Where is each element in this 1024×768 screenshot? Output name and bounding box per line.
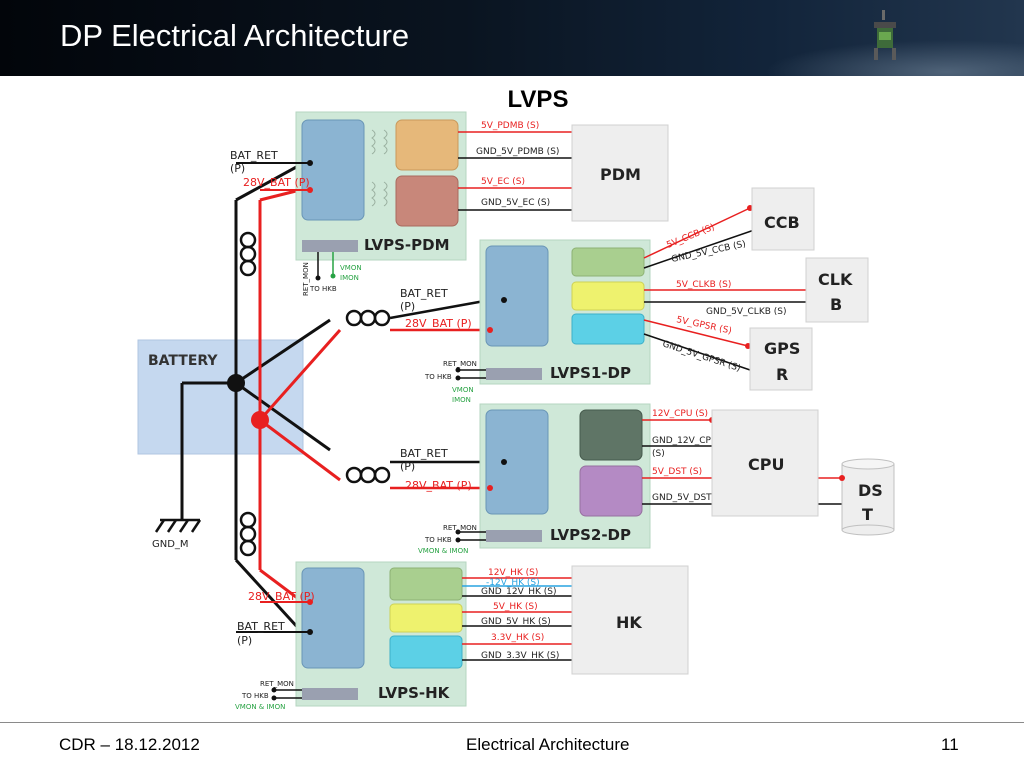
svg-text:LVPS-PDM: LVPS-PDM bbox=[364, 236, 450, 254]
svg-text:GND_12V_HK (S): GND_12V_HK (S) bbox=[481, 587, 557, 597]
svg-text:TO HKB: TO HKB bbox=[241, 692, 269, 700]
module-lvps-pdm: LVPS-PDM bbox=[295, 111, 467, 261]
svg-text:5V_PDMB (S): 5V_PDMB (S) bbox=[481, 121, 539, 131]
load-dst: DS T bbox=[841, 458, 895, 536]
svg-text:CCB: CCB bbox=[764, 213, 800, 232]
svg-text:RET_MON: RET_MON bbox=[443, 524, 477, 532]
svg-text:VMON & IMON: VMON & IMON bbox=[418, 547, 468, 555]
module-lvps1-dp: LVPS1-DP bbox=[479, 239, 651, 385]
svg-text:LVPS1-DP: LVPS1-DP bbox=[550, 364, 631, 382]
pdm-28v-bat-label: 28V_BAT (P) bbox=[243, 176, 310, 189]
battery-return-wiring bbox=[180, 163, 331, 632]
svg-text:R: R bbox=[776, 365, 788, 384]
svg-text:CLK: CLK bbox=[818, 270, 853, 289]
svg-text:IMON: IMON bbox=[452, 396, 471, 404]
slide-title: DP Electrical Architecture bbox=[60, 18, 410, 53]
ground-symbol bbox=[154, 518, 202, 533]
pdm-bat-ret-p-label: (P) bbox=[230, 162, 245, 175]
svg-text:TO HKB: TO HKB bbox=[424, 373, 452, 381]
svg-text:(P): (P) bbox=[400, 300, 415, 313]
svg-text:PDM: PDM bbox=[600, 165, 641, 184]
svg-text:RET_MON: RET_MON bbox=[443, 360, 477, 368]
svg-text:HK: HK bbox=[616, 613, 642, 632]
svg-text:B: B bbox=[830, 295, 842, 314]
hk-monitor: RET_MON TO HKB VMON & IMON bbox=[235, 680, 302, 711]
svg-text:TO HKB: TO HKB bbox=[424, 536, 452, 544]
page-number: 11 bbox=[941, 735, 959, 754]
load-ccb bbox=[751, 187, 815, 251]
svg-text:(P): (P) bbox=[237, 634, 252, 647]
feeder-lines-to-modules bbox=[389, 298, 491, 490]
svg-text:GND_5V_DST (S): GND_5V_DST (S) bbox=[652, 493, 727, 503]
svg-text:12V_CPU (S): 12V_CPU (S) bbox=[652, 409, 708, 419]
svg-text:28V_BAT (P): 28V_BAT (P) bbox=[405, 479, 472, 492]
svg-text:DS: DS bbox=[858, 481, 883, 500]
pdm-bat-ret-label: BAT_RET bbox=[230, 149, 278, 162]
load-hk bbox=[571, 565, 689, 675]
footer-divider bbox=[0, 722, 1024, 723]
svg-text:BAT_RET: BAT_RET bbox=[400, 447, 448, 460]
svg-text:BAT_RET: BAT_RET bbox=[400, 287, 448, 300]
battery-box bbox=[137, 339, 304, 455]
svg-text:5V_GPSR (S): 5V_GPSR (S) bbox=[675, 315, 732, 336]
hk-output-lines bbox=[462, 577, 576, 661]
module-lvps-hk: LVPS-HK bbox=[295, 561, 467, 707]
svg-text:(P): (P) bbox=[400, 460, 415, 473]
svg-text:-12V_HK (S): -12V_HK (S) bbox=[486, 578, 540, 588]
svg-text:28V_BAT (P): 28V_BAT (P) bbox=[405, 317, 472, 330]
dp2-monitor: RET_MON TO HKB VMON & IMON bbox=[418, 524, 486, 555]
svg-text:VMON & IMON: VMON & IMON bbox=[235, 703, 285, 711]
svg-text:3.3V_HK (S): 3.3V_HK (S) bbox=[491, 633, 544, 643]
svg-text:GND_5V_PDMB (S): GND_5V_PDMB (S) bbox=[476, 147, 559, 157]
svg-text:12V_HK (S): 12V_HK (S) bbox=[488, 568, 538, 578]
battery-return-node bbox=[227, 374, 245, 392]
satellite-logo-icon bbox=[874, 10, 896, 60]
svg-text:RET_MON: RET_MON bbox=[260, 680, 294, 688]
svg-text:CPU: CPU bbox=[748, 455, 784, 474]
svg-text:VMON: VMON bbox=[452, 386, 474, 394]
battery-power-wiring bbox=[258, 188, 342, 602]
svg-text:(S): (S) bbox=[652, 449, 665, 459]
load-pdm bbox=[571, 124, 669, 222]
svg-text:T: T bbox=[862, 505, 873, 524]
svg-text:GND_5V_GPSR (S): GND_5V_GPSR (S) bbox=[661, 339, 742, 374]
footer-section: Electrical Architecture bbox=[466, 735, 630, 754]
svg-text:BAT_RET: BAT_RET bbox=[237, 620, 285, 633]
svg-text:LVPS-HK: LVPS-HK bbox=[378, 684, 451, 702]
ground-label: GND_M bbox=[152, 539, 189, 550]
dp1-monitor: RET_MON TO HKB VMON IMON bbox=[424, 360, 486, 404]
load-gpsr bbox=[749, 327, 813, 391]
svg-text:GND_5V_HK (S): GND_5V_HK (S) bbox=[481, 617, 551, 627]
pdm-monitor: RET_MON TO HKB VMON IMON bbox=[302, 252, 362, 296]
feeder-coils bbox=[239, 231, 391, 557]
svg-text:GND_3.3V_HK (S): GND_3.3V_HK (S) bbox=[481, 651, 559, 661]
module-lvps2-dp: LVPS2-DP bbox=[479, 403, 651, 549]
battery-label: BATTERY bbox=[148, 353, 218, 369]
svg-text:5V_HK (S): 5V_HK (S) bbox=[493, 602, 538, 612]
pdm-output-lines bbox=[458, 131, 576, 211]
footer-date: CDR – 18.12.2012 bbox=[59, 735, 200, 754]
svg-text:IMON: IMON bbox=[340, 274, 359, 282]
svg-text:GND_12V_CPU: GND_12V_CPU bbox=[652, 436, 718, 446]
svg-text:TO HKB: TO HKB bbox=[309, 285, 337, 293]
svg-text:5V_DST (S): 5V_DST (S) bbox=[652, 467, 702, 477]
svg-text:GND_5V_CLKB (S): GND_5V_CLKB (S) bbox=[706, 307, 787, 317]
load-cpu bbox=[711, 409, 819, 517]
svg-text:RET_MON: RET_MON bbox=[302, 262, 310, 296]
dp1-output-lines bbox=[643, 207, 812, 373]
header-bar: DP Electrical Architecture bbox=[0, 0, 1024, 76]
svg-text:LVPS2-DP: LVPS2-DP bbox=[550, 526, 631, 544]
load-clkb bbox=[805, 257, 869, 323]
svg-text:GPS: GPS bbox=[764, 339, 800, 358]
svg-text:GND_5V_EC (S): GND_5V_EC (S) bbox=[481, 198, 550, 208]
svg-text:5V_EC (S): 5V_EC (S) bbox=[481, 177, 525, 187]
svg-text:5V_CLKB (S): 5V_CLKB (S) bbox=[676, 280, 731, 290]
svg-text:VMON: VMON bbox=[340, 264, 362, 272]
battery-power-node bbox=[251, 411, 269, 429]
pdm-coil-decoration bbox=[371, 129, 388, 207]
diagram-subtitle: LVPS bbox=[507, 86, 569, 113]
svg-text:28V_BAT (P): 28V_BAT (P) bbox=[248, 590, 315, 603]
